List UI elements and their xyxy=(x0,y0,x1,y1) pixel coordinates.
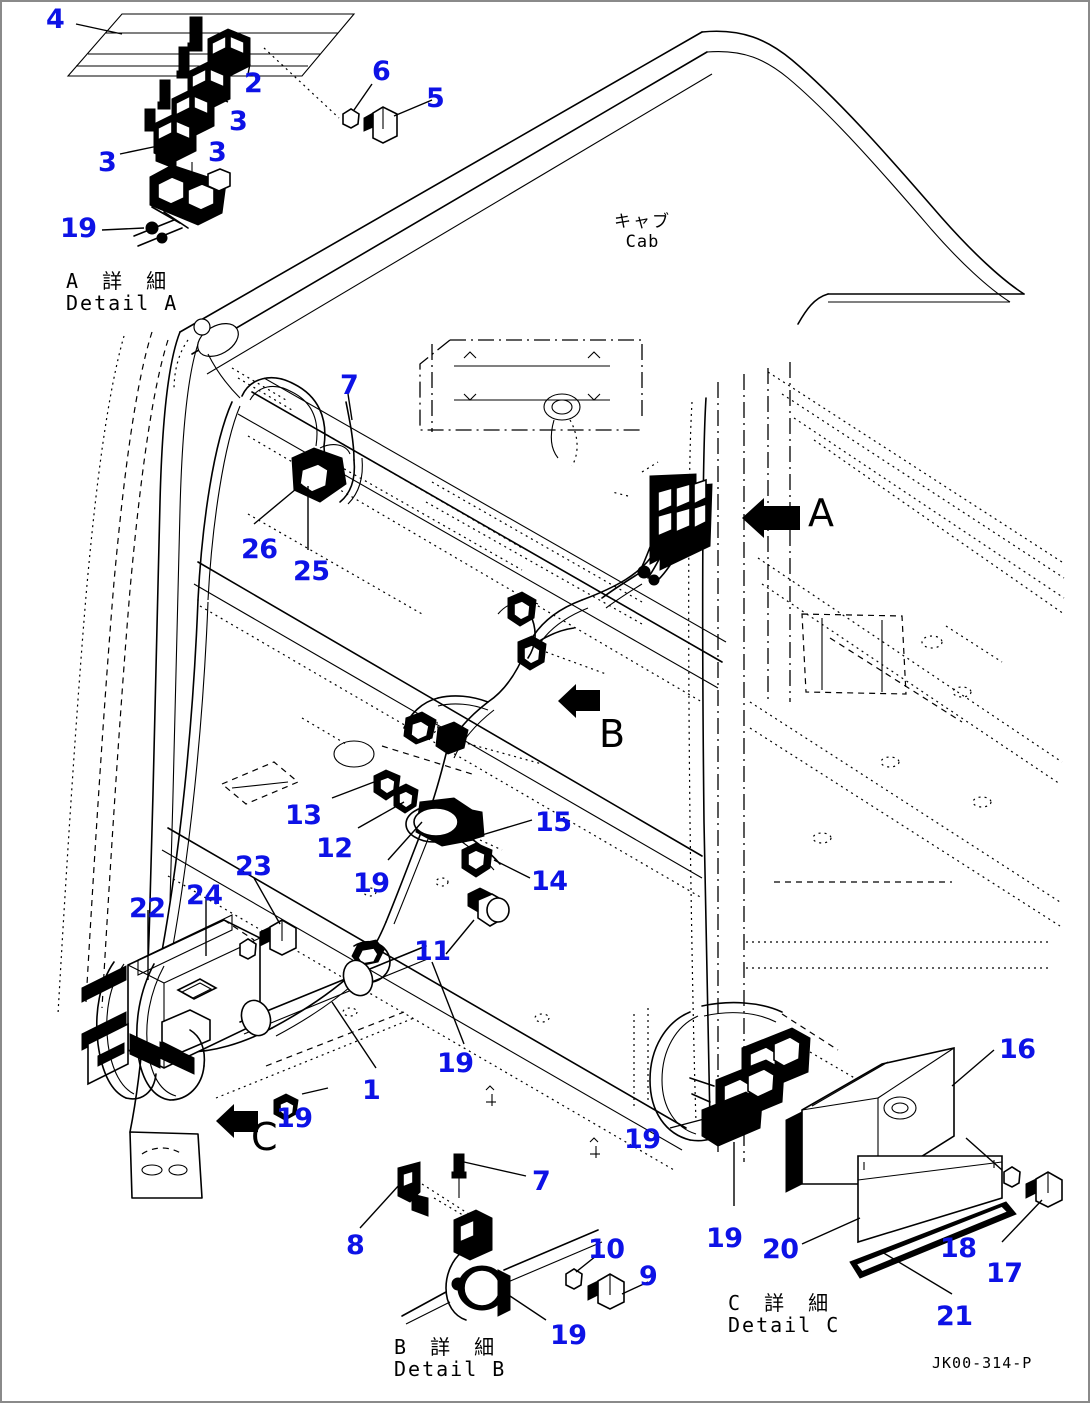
callout-number-11: 11 xyxy=(414,936,451,967)
callout-number-10: 10 xyxy=(588,1234,625,1265)
detail-c-caption: C 詳 細 Detail C xyxy=(728,1292,840,1337)
cab-caption-jp: キャブ xyxy=(614,212,671,232)
detail-b-caption-en: Detail B xyxy=(394,1357,507,1382)
clamp-25-26 xyxy=(253,393,401,801)
callout-number-3: 3 xyxy=(98,147,117,178)
callout-number-1: 1 xyxy=(362,1075,381,1106)
callout-number-22: 22 xyxy=(129,893,166,924)
callout-number-6: 6 xyxy=(372,56,391,87)
callout-number-26: 26 xyxy=(241,534,278,565)
section-label-b: B xyxy=(599,712,626,756)
callout-number-19: 19 xyxy=(276,1103,313,1134)
callout-number-3: 3 xyxy=(208,137,227,168)
section-label-a: A xyxy=(808,491,834,535)
deck-details xyxy=(220,591,607,805)
callout-number-19: 19 xyxy=(550,1320,587,1351)
callout-number-12: 12 xyxy=(316,833,353,864)
detail-c-caption-en: Detail C xyxy=(728,1313,841,1338)
detail-c-group xyxy=(633,1001,1063,1295)
connector-block-a xyxy=(601,461,713,609)
ecu-box-left xyxy=(81,877,465,1121)
detail-a-caption-en: Detail A xyxy=(66,291,179,316)
section-arrow-c-icon xyxy=(216,1104,258,1138)
section-arrow-b-icon xyxy=(558,684,600,718)
detail-b-caption: B 詳 細 Detail B xyxy=(394,1336,506,1381)
drawing-number: JK00-314-P xyxy=(932,1354,1033,1372)
callout-number-21: 21 xyxy=(936,1301,973,1332)
callout-number-4: 4 xyxy=(46,4,65,35)
callout-number-16: 16 xyxy=(999,1034,1036,1065)
callout-number-23: 23 xyxy=(235,851,272,882)
callout-number-24: 24 xyxy=(186,880,223,911)
cab-outline xyxy=(57,30,1025,1133)
callout-number-17: 17 xyxy=(986,1258,1023,1289)
callout-number-19: 19 xyxy=(353,868,390,899)
callout-number-7: 7 xyxy=(340,370,359,401)
callout-number-19: 19 xyxy=(706,1223,743,1254)
callout-number-7: 7 xyxy=(532,1166,551,1197)
callout-number-13: 13 xyxy=(285,800,322,831)
callout-number-19: 19 xyxy=(437,1048,474,1079)
detail-c-caption-jp: C 詳 細 xyxy=(728,1291,835,1315)
detail-a-group xyxy=(66,13,433,247)
detail-a-caption-jp: A 詳 細 xyxy=(66,269,173,293)
section-arrow-a-icon xyxy=(742,498,800,538)
cluster-12-15-14-11 xyxy=(342,783,550,1023)
detail-b-group xyxy=(359,1085,649,1325)
callout-number-15: 15 xyxy=(535,807,572,838)
callout-number-25: 25 xyxy=(293,556,330,587)
detail-b-caption-jp: B 詳 細 xyxy=(394,1335,501,1359)
callout-number-3: 3 xyxy=(229,106,248,137)
section-label-c: C xyxy=(251,1115,278,1159)
cab-caption-en: Cab xyxy=(625,232,660,253)
callout-number-14: 14 xyxy=(531,866,568,897)
callout-number-19: 19 xyxy=(624,1124,661,1155)
callout-number-2: 2 xyxy=(244,68,263,99)
detail-a-caption: A 詳 細 Detail A xyxy=(66,270,178,315)
callout-number-19: 19 xyxy=(60,213,97,244)
callout-number-18: 18 xyxy=(940,1233,977,1264)
callout-number-9: 9 xyxy=(639,1261,658,1292)
cab-frame xyxy=(129,339,1065,1199)
callout-number-5: 5 xyxy=(426,83,445,114)
callout-number-8: 8 xyxy=(346,1230,365,1261)
cab-caption: キャブ Cab xyxy=(614,212,671,253)
callout-number-20: 20 xyxy=(762,1234,799,1265)
